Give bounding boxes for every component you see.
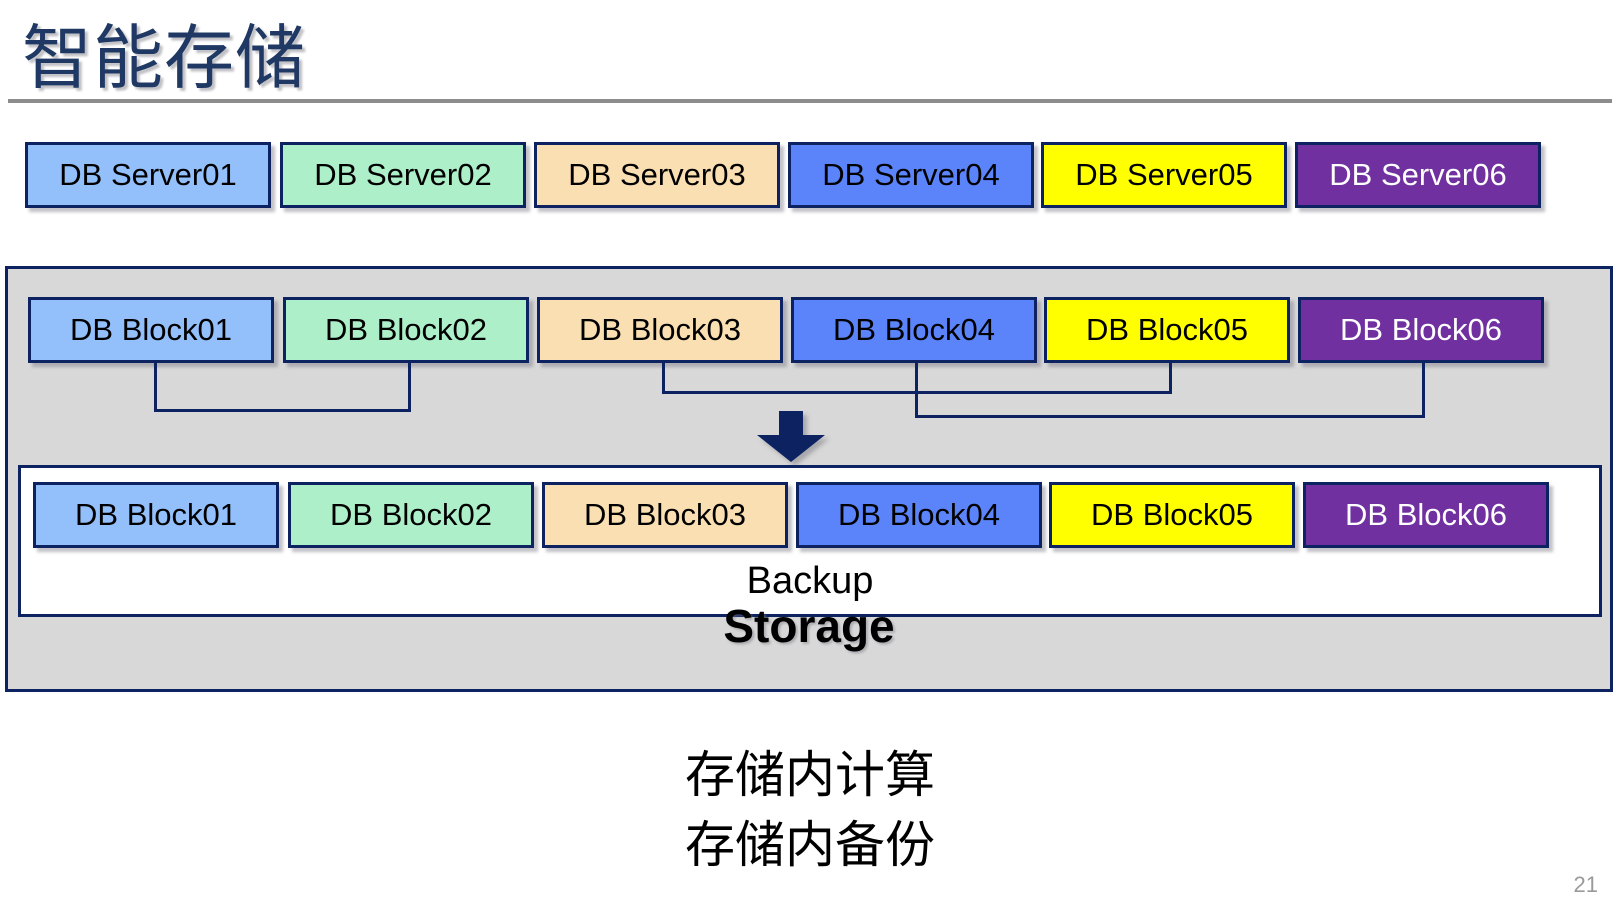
db-block-backup-box-2: DB Block02 bbox=[288, 482, 534, 548]
connector-block04-block06-left-stem bbox=[915, 363, 918, 415]
db-block-box-4: DB Block04 bbox=[791, 297, 1037, 363]
page-number: 21 bbox=[1573, 872, 1598, 897]
db-block-backup-box-3: DB Block03 bbox=[542, 482, 788, 548]
db-block-box-3: DB Block03 bbox=[537, 297, 783, 363]
db-block-backup-box-6: DB Block06 bbox=[1303, 482, 1549, 548]
down-arrow-icon bbox=[757, 411, 825, 462]
caption-in-storage-backup: 存储内备份 bbox=[685, 817, 935, 873]
connector-block01-block02-left-stem bbox=[154, 363, 157, 409]
connector-block01-block02-rail bbox=[154, 409, 411, 412]
backup-label: Backup bbox=[746, 560, 874, 602]
db-block-box-5: DB Block05 bbox=[1044, 297, 1290, 363]
title-divider bbox=[8, 99, 1612, 103]
db-block-backup-box-4: DB Block04 bbox=[796, 482, 1042, 548]
db-server-box-3: DB Server03 bbox=[534, 142, 780, 208]
db-server-box-5: DB Server05 bbox=[1041, 142, 1287, 208]
db-block-box-2: DB Block02 bbox=[283, 297, 529, 363]
connector-block04-block06-rail bbox=[915, 415, 1425, 418]
db-block-backup-box-5: DB Block05 bbox=[1049, 482, 1295, 548]
connector-block04-block06-right-stem bbox=[1422, 363, 1425, 415]
db-block-box-6: DB Block06 bbox=[1298, 297, 1544, 363]
connector-block03-block05-right-stem bbox=[1169, 363, 1172, 391]
db-server-box-4: DB Server04 bbox=[788, 142, 1034, 208]
connector-block03-block05-left-stem bbox=[662, 363, 665, 391]
db-server-box-1: DB Server01 bbox=[25, 142, 271, 208]
db-server-box-2: DB Server02 bbox=[280, 142, 526, 208]
caption-in-storage-compute: 存储内计算 bbox=[685, 747, 935, 803]
db-block-box-1: DB Block01 bbox=[28, 297, 274, 363]
storage-label: Storage bbox=[723, 600, 895, 652]
page-title: 智能存储 bbox=[22, 19, 306, 97]
connector-block01-block02-right-stem bbox=[408, 363, 411, 409]
db-block-backup-box-1: DB Block01 bbox=[33, 482, 279, 548]
db-server-box-6: DB Server06 bbox=[1295, 142, 1541, 208]
